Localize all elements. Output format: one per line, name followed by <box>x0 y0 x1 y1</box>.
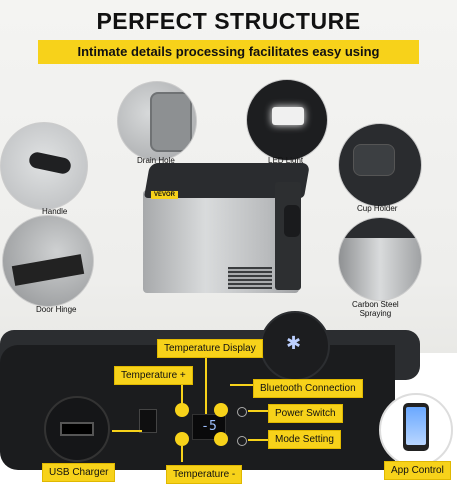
temperature-minus-button[interactable] <box>175 432 189 446</box>
carbon-steel-image <box>338 217 422 301</box>
handle-image <box>0 122 88 210</box>
drain-hole-label: Drain Hole <box>137 156 175 165</box>
temperature-plus-button[interactable] <box>175 403 189 417</box>
fridge-handle-icon <box>284 205 300 237</box>
cup-holder-icon <box>353 144 395 176</box>
indicator-led <box>237 407 247 417</box>
cup-holder-image <box>338 123 422 207</box>
usb-port-icon <box>60 422 94 436</box>
door-hinge-label: Door Hinge <box>36 305 77 314</box>
brand-logo: VEVOR <box>151 191 179 199</box>
drain-hole-image <box>117 81 197 161</box>
indicator-led <box>237 436 247 446</box>
page-title: PERFECT STRUCTURE <box>96 8 361 34</box>
subtitle-banner: Intimate details processing facilitates … <box>38 40 419 64</box>
temperature-plus-label: Temperature + <box>114 366 193 385</box>
mode-setting-label: Mode Setting <box>268 430 341 449</box>
connector-line <box>205 356 207 414</box>
temperature-minus-label: Temperature - <box>166 465 243 484</box>
handle-label: Handle <box>42 207 68 216</box>
mode-button[interactable] <box>214 432 228 446</box>
led-light-icon <box>272 107 304 125</box>
door-hinge-image <box>2 215 94 307</box>
connector-line <box>112 430 142 432</box>
bluetooth-label: Bluetooth Connection <box>253 379 363 398</box>
door-hinge-icon <box>11 254 85 286</box>
fridge-body <box>143 190 299 293</box>
handle-icon <box>27 150 73 176</box>
small-port <box>139 409 157 433</box>
connector-line <box>248 439 268 441</box>
phone-icon <box>403 403 429 451</box>
app-control-image <box>379 393 453 467</box>
connector-line <box>181 446 183 462</box>
led-light-image <box>246 79 328 161</box>
drain-hole-cap-icon <box>150 92 192 152</box>
fridge-vent <box>228 267 272 289</box>
carbon-steel-label: Carbon Steel Spraying <box>352 300 399 318</box>
app-control-label: App Control <box>384 461 451 480</box>
usb-port-image <box>44 396 110 462</box>
bluetooth-icon: ✱ <box>286 333 302 353</box>
power-button[interactable] <box>214 403 228 417</box>
fridge-corner-icon <box>339 218 421 238</box>
power-switch-label: Power Switch <box>268 404 343 423</box>
connector-line <box>248 410 268 412</box>
connector-line <box>181 383 183 405</box>
cup-holder-label: Cup Holder <box>357 204 398 213</box>
usb-charger-label: USB Charger <box>42 463 116 482</box>
connector-line <box>230 384 260 386</box>
temperature-display-label: Temperature Display <box>157 339 263 358</box>
led-light-label: LED Light <box>268 156 304 165</box>
bluetooth-image: ✱ <box>260 311 330 381</box>
